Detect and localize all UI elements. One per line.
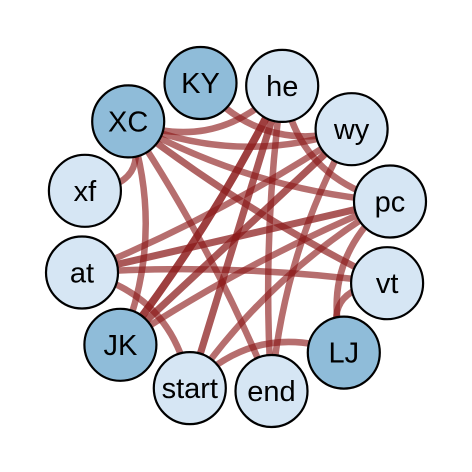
node-circle	[83, 307, 158, 382]
node-he: he	[245, 48, 320, 124]
edge-end-XC	[124, 118, 275, 395]
node-pc: pc	[352, 164, 428, 239]
edge-he-end	[264, 82, 286, 395]
node-circle	[44, 235, 120, 310]
node-label: vt	[376, 268, 399, 300]
node-label: wy	[333, 114, 370, 146]
node-circle	[91, 84, 166, 159]
node-end: end	[234, 353, 309, 429]
node-circle	[234, 353, 309, 429]
node-start: start	[152, 351, 227, 426]
node-vt: vt	[350, 246, 425, 321]
node-xf: xf	[47, 153, 123, 228]
edge-vt-XC	[124, 118, 391, 287]
node-JK: JK	[83, 307, 158, 382]
node-XC: XC	[91, 84, 166, 159]
node-circle	[352, 164, 428, 239]
edge-he-JK	[116, 82, 287, 349]
node-label: LJ	[328, 338, 359, 370]
node-KY: KY	[163, 45, 238, 121]
node-at: at	[44, 235, 120, 310]
edge-wy-at	[78, 125, 355, 276]
node-wy: wy	[314, 92, 389, 167]
node-circle	[163, 45, 238, 121]
node-label: XC	[108, 106, 148, 138]
node-label: at	[70, 258, 94, 290]
edge-pc-at	[78, 197, 394, 277]
node-label: JK	[103, 330, 138, 362]
node-LJ: LJ	[306, 315, 381, 390]
edge-pc-JK	[117, 198, 394, 349]
node-circle	[47, 153, 123, 228]
node-circle	[152, 351, 227, 426]
edge-vt-at	[78, 265, 391, 287]
node-circle	[314, 92, 389, 167]
node-circle	[306, 315, 381, 390]
node-label: end	[247, 376, 295, 408]
node-label: KY	[181, 68, 220, 100]
node-circle	[350, 246, 425, 321]
node-label: start	[162, 373, 218, 405]
node-label: pc	[375, 187, 406, 219]
node-circle	[245, 48, 320, 124]
node-label: xf	[74, 176, 98, 208]
node-label: he	[266, 71, 298, 103]
